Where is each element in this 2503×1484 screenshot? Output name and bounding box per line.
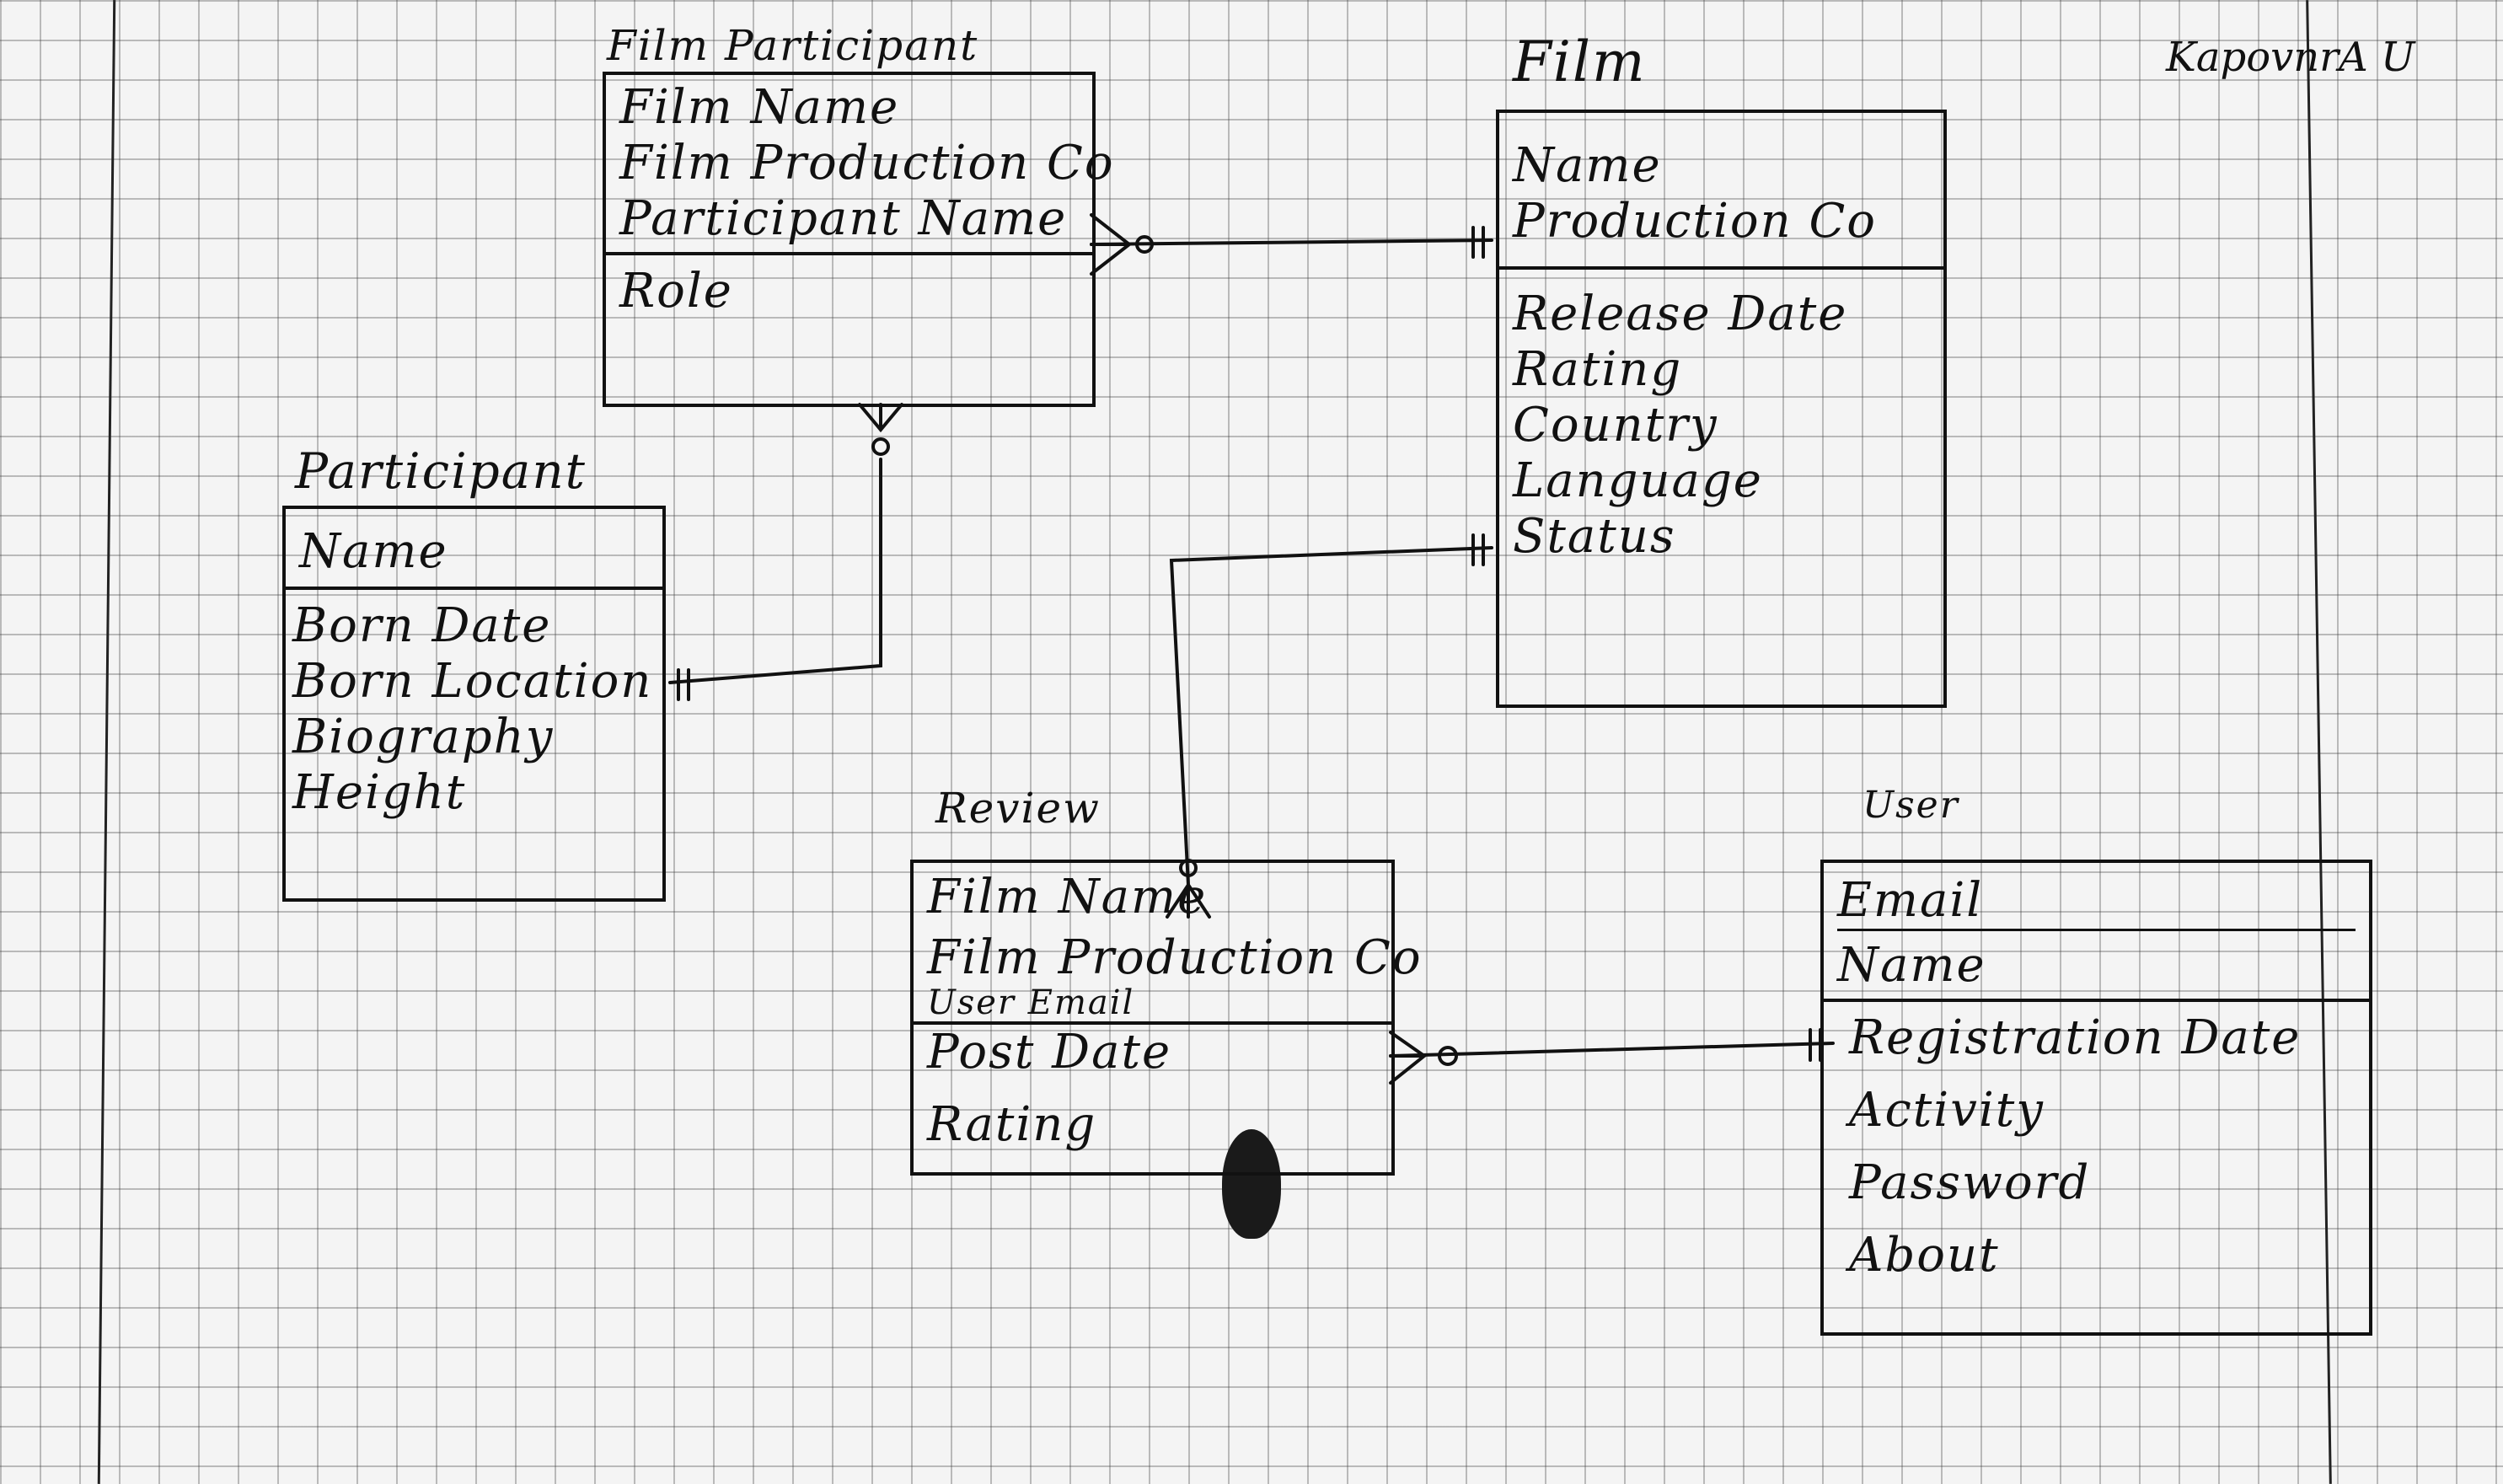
one-bars-film-side-1: [1471, 226, 1485, 259]
relation-review-user: [1389, 1042, 1835, 1058]
entity-film: Name Production Co Release Date Rating C…: [1496, 110, 1947, 708]
key-field: Name: [1837, 938, 1986, 994]
key-field: Participant Name: [619, 191, 1068, 247]
one-bars-film-side-2: [1471, 533, 1485, 566]
attribute-field: Height: [292, 765, 467, 821]
crowfoot-participant-side: [858, 403, 903, 433]
entity-user: Email Name Registration Date Activity Pa…: [1820, 860, 2372, 1336]
attribute-field: Born Date: [292, 598, 552, 654]
attribute-section: Post Date Rating: [914, 1025, 1391, 1161]
crowfoot-review-film: [1166, 881, 1211, 919]
optional-circle-participant-side: [871, 437, 890, 456]
key-field: Email: [1837, 873, 2356, 932]
one-bars-participant-side: [677, 668, 690, 701]
key-field: Film Production Co: [619, 136, 1115, 191]
relation-review-film: [1169, 546, 1493, 887]
key-section: Name: [286, 509, 662, 591]
key-field: User Email: [927, 983, 1135, 1023]
attribute-field: Post Date: [927, 1025, 1172, 1080]
key-field: Film Production Co: [927, 930, 1423, 986]
attribute-field: Rating: [927, 1097, 1097, 1153]
key-field: Film Name: [619, 80, 900, 135]
attribute-section: Role: [606, 255, 1092, 328]
relation-filmparticipant-film: [1090, 238, 1493, 246]
relation-filmparticipant-participant: [668, 458, 882, 684]
key-section: Film Name Film Production Co User Email: [914, 863, 1423, 1026]
attribute-field: Language: [1513, 453, 1763, 509]
entity-film-participant: Film Name Film Production Co Participant…: [603, 72, 1115, 407]
attribute-field: Registration Date: [1849, 1010, 2302, 1066]
attribute-field: Activity: [1849, 1083, 2045, 1138]
attribute-section: Registration Date Activity Password Abou…: [1824, 1002, 2369, 1292]
entity-review: Film Name Film Production Co User Email …: [910, 860, 1423, 1176]
entity-title-participant: Participant: [295, 442, 587, 500]
corner-note: KapovnrA U: [2166, 34, 2415, 81]
attribute-field: Password: [1849, 1155, 2091, 1211]
key-field: Film Name: [927, 870, 1208, 924]
entity-title-film-participant: Film Participant: [607, 21, 979, 70]
entity-title-user: User: [1863, 784, 1959, 827]
key-section: Name Production Co: [1499, 113, 1943, 271]
key-section: Email Name: [1824, 863, 2369, 1003]
entity-title-film: Film: [1513, 29, 1647, 94]
key-section: Film Name Film Production Co Participant…: [606, 75, 1115, 256]
attribute-field: Country: [1513, 398, 1718, 453]
attribute-field: Status: [1513, 509, 1676, 565]
key-field: Name: [1513, 138, 1662, 193]
key-field: Name: [299, 524, 448, 579]
ink-smudge: [1222, 1129, 1281, 1239]
attribute-field: About: [1849, 1228, 2000, 1283]
attribute-field: Rating: [1513, 342, 1683, 398]
optional-circle-review-user: [1438, 1046, 1458, 1066]
attribute-field: Release Date: [1513, 287, 1848, 342]
key-field: Production Co: [1513, 194, 1877, 249]
attribute-field: Born Location: [292, 654, 653, 710]
attribute-section: Born Date Born Location Biography Height: [286, 590, 662, 829]
crowfoot-filmparticipant-film: [1090, 213, 1133, 276]
crowfoot-review-user: [1389, 1031, 1428, 1085]
attribute-field: Role: [619, 264, 733, 319]
attribute-section: Release Date Rating Country Language Sta…: [1499, 270, 1943, 573]
attribute-field: Biography: [292, 710, 555, 765]
entity-title-review: Review: [935, 784, 1101, 833]
optional-circle-filmparticipant-film: [1135, 235, 1154, 254]
entity-participant: Name Born Date Born Location Biography H…: [282, 506, 666, 902]
